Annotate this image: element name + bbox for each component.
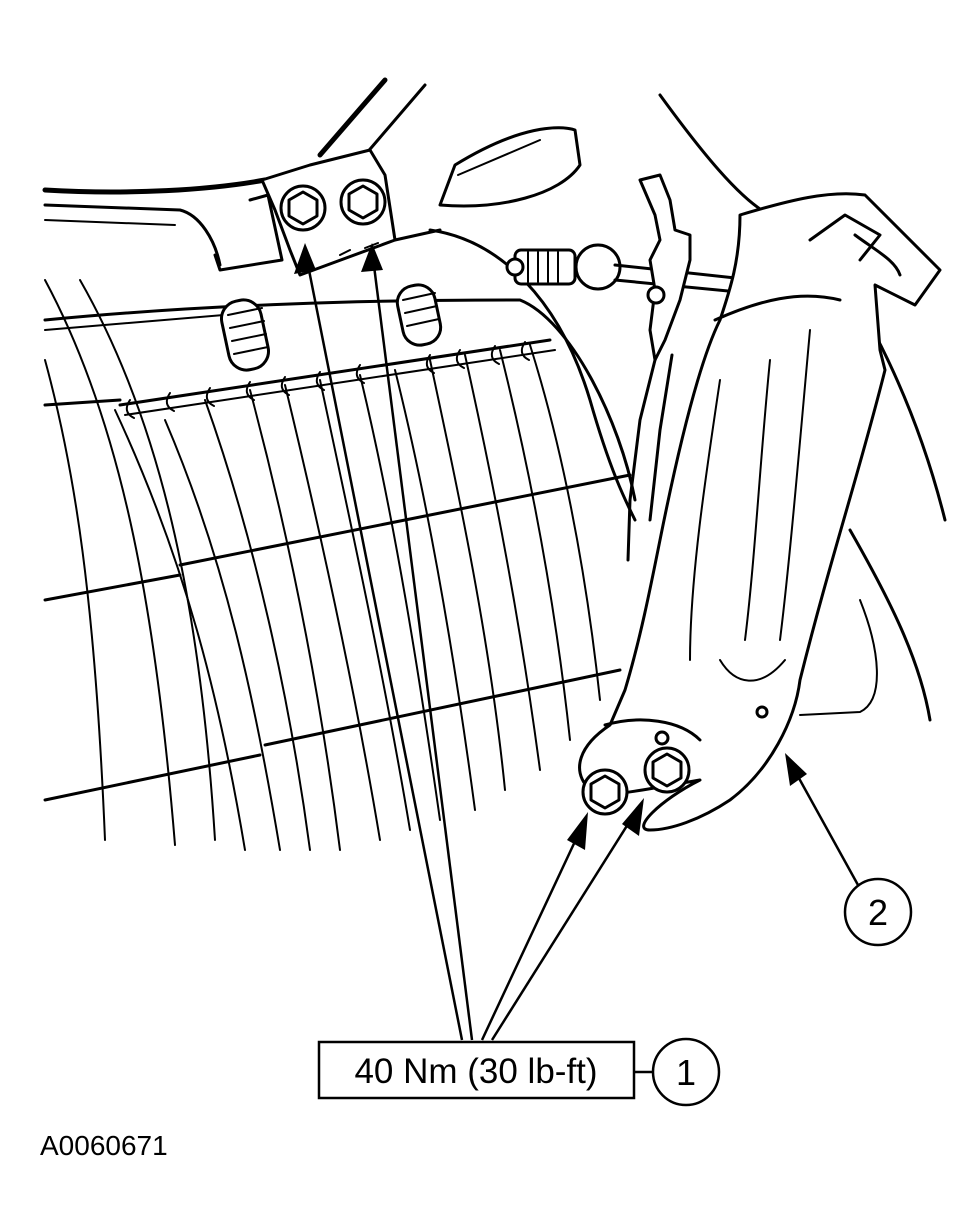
upper-bolt-left bbox=[279, 184, 327, 232]
callout-1: 40 Nm (30 lb-ft) 1 bbox=[317, 1037, 721, 1107]
upper-bolt-right bbox=[339, 178, 387, 226]
callout-1-leaders bbox=[303, 249, 642, 1041]
recliner-rod bbox=[505, 243, 832, 300]
coil-springs bbox=[220, 283, 443, 372]
seat-back-bracket bbox=[578, 192, 942, 832]
spring-hooks bbox=[125, 341, 530, 419]
lower-bolt-left bbox=[581, 768, 629, 816]
callout-2-number: 2 bbox=[868, 892, 888, 933]
seat-frame-grid bbox=[43, 279, 637, 851]
callout-2: 2 bbox=[843, 877, 913, 947]
torque-spec-box bbox=[317, 1040, 636, 1100]
torque-spec-label: 40 Nm (30 lb-ft) bbox=[354, 1052, 597, 1091]
hinge-cam bbox=[626, 173, 692, 562]
figure-id: A0060671 bbox=[40, 1130, 168, 1161]
callout-1-number: 1 bbox=[676, 1052, 696, 1093]
lower-bolt-right bbox=[643, 746, 691, 794]
upper-mounting-bracket bbox=[213, 148, 442, 277]
callout-1-circle bbox=[651, 1037, 721, 1107]
body-panel-lines bbox=[42, 77, 947, 722]
callout-1-arrowheads bbox=[294, 243, 644, 850]
callout-2-circle bbox=[843, 877, 913, 947]
callout-2-leader bbox=[785, 753, 860, 886]
